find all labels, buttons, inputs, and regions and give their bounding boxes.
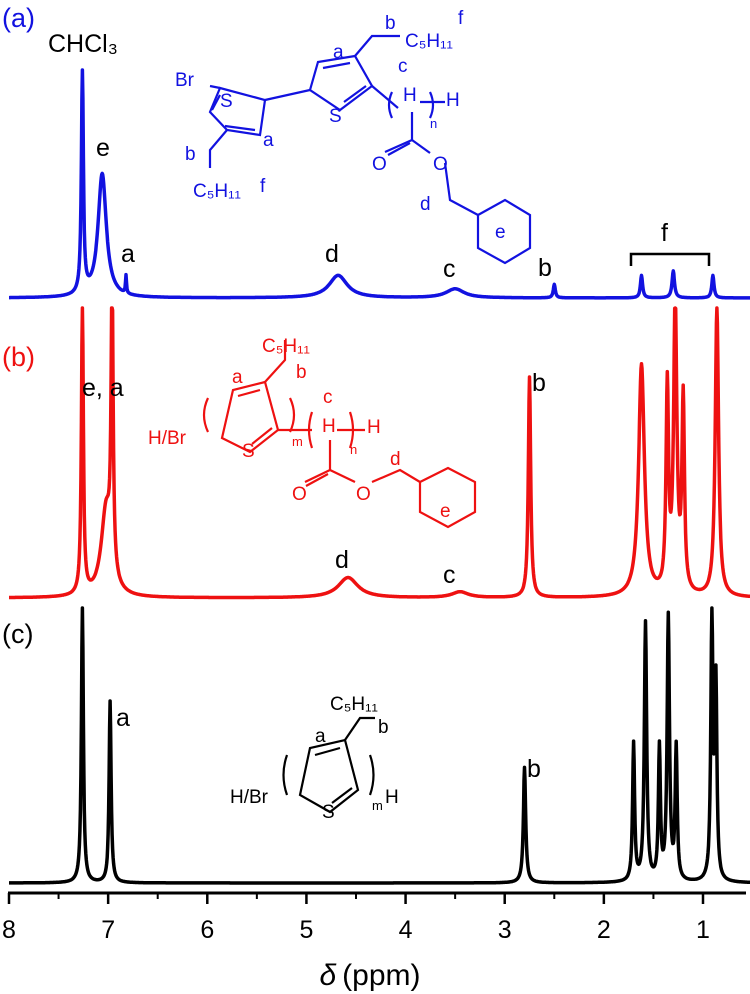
svg-text:H: H bbox=[385, 787, 399, 808]
svg-text:C₅H₁₁: C₅H₁₁ bbox=[330, 694, 378, 715]
svg-text:H/Br: H/Br bbox=[230, 787, 269, 808]
svg-text:a: a bbox=[263, 130, 274, 151]
panel-label-c: (c) bbox=[2, 619, 33, 649]
svg-text:O: O bbox=[356, 484, 371, 505]
x-tick-label-7: 7 bbox=[101, 916, 115, 944]
spectrum-trace-b bbox=[7, 306, 750, 600]
peak-label-c-b: b bbox=[527, 755, 541, 783]
peak-label-c-a: a bbox=[116, 704, 130, 732]
svg-text:a: a bbox=[232, 367, 243, 388]
svg-text:C₅H₁₁: C₅H₁₁ bbox=[193, 181, 241, 202]
svg-text:S: S bbox=[329, 106, 342, 127]
peak-label-b-b: b bbox=[532, 369, 546, 397]
svg-text:e: e bbox=[440, 501, 451, 522]
x-tick-label-2: 2 bbox=[597, 916, 611, 944]
structure-a bbox=[208, 34, 532, 265]
peak-label-a-a: a bbox=[121, 240, 135, 268]
structure-c bbox=[282, 716, 375, 814]
svg-text:d: d bbox=[390, 449, 401, 470]
svg-text:m: m bbox=[292, 434, 303, 449]
svg-text:f: f bbox=[458, 8, 464, 29]
x-axis-symbol: δ bbox=[319, 959, 336, 992]
svg-text:c: c bbox=[323, 387, 333, 408]
spectrum-trace-c bbox=[7, 606, 750, 885]
svg-text:C₅H₁₁: C₅H₁₁ bbox=[405, 31, 453, 52]
panel-label-a: (a) bbox=[2, 3, 35, 33]
svg-text:S: S bbox=[322, 802, 335, 823]
peak-label-b-ea: e, a bbox=[82, 374, 124, 402]
peak-label-a-c: c bbox=[443, 255, 456, 283]
peak-label-chcl3: CHCl₃ bbox=[48, 30, 118, 58]
svg-text:f: f bbox=[260, 176, 266, 197]
f-bracket bbox=[629, 252, 711, 266]
structure-b-text: C₅H₁₁ b a H/Br S m c H n H d O O e bbox=[148, 336, 451, 522]
peak-label-a-e: e bbox=[96, 134, 110, 162]
svg-text:H: H bbox=[403, 85, 417, 106]
svg-text:b: b bbox=[378, 717, 389, 738]
svg-text:S: S bbox=[220, 91, 233, 112]
x-tick-label-6: 6 bbox=[200, 916, 214, 944]
x-tick-label-1: 1 bbox=[696, 916, 710, 944]
panel-label-b: (b) bbox=[2, 342, 35, 372]
structure-b bbox=[202, 340, 477, 529]
svg-text:H: H bbox=[446, 90, 460, 111]
svg-text:b: b bbox=[185, 144, 196, 165]
structure-c-text: C₅H₁₁ b a H/Br S m H bbox=[230, 694, 399, 823]
svg-text:O: O bbox=[292, 484, 307, 505]
svg-text:n: n bbox=[430, 116, 437, 131]
spectrum-trace-a bbox=[7, 68, 750, 300]
x-axis-title: δ(ppm) bbox=[319, 959, 420, 992]
svg-text:a: a bbox=[333, 42, 344, 63]
svg-text:C₅H₁₁: C₅H₁₁ bbox=[262, 336, 310, 357]
x-tick-label-4: 4 bbox=[399, 916, 413, 944]
svg-text:c: c bbox=[398, 56, 408, 77]
svg-text:a: a bbox=[315, 726, 326, 747]
svg-text:H/Br: H/Br bbox=[148, 428, 187, 449]
x-tick-label-8: 8 bbox=[2, 916, 16, 944]
peak-label-b-d: d bbox=[335, 546, 349, 574]
peak-label-a-f: f bbox=[661, 219, 668, 247]
peak-label-a-b: b bbox=[538, 254, 552, 282]
svg-text:b: b bbox=[385, 13, 396, 34]
x-tick-label-5: 5 bbox=[299, 916, 313, 944]
svg-text:n: n bbox=[350, 442, 357, 457]
x-tick-label-3: 3 bbox=[498, 916, 512, 944]
x-axis-ticks: 8 7 6 5 4 3 2 1 bbox=[2, 893, 710, 944]
peak-label-b-c: c bbox=[443, 561, 456, 589]
x-axis-unit: (ppm) bbox=[342, 959, 420, 992]
structure-a-text: Br S S a a b b C₅H₁₁ C₅H₁₁ f f c H H n O… bbox=[175, 8, 506, 243]
svg-text:m: m bbox=[372, 798, 383, 813]
svg-text:e: e bbox=[495, 222, 506, 243]
svg-text:d: d bbox=[420, 194, 431, 215]
svg-text:O: O bbox=[372, 154, 387, 175]
svg-text:O: O bbox=[433, 154, 448, 175]
peak-label-a-d: d bbox=[325, 240, 339, 268]
svg-text:Br: Br bbox=[175, 70, 195, 91]
svg-text:b: b bbox=[296, 362, 307, 383]
svg-text:S: S bbox=[242, 441, 255, 462]
svg-text:H: H bbox=[322, 416, 336, 437]
svg-text:H: H bbox=[367, 417, 381, 438]
